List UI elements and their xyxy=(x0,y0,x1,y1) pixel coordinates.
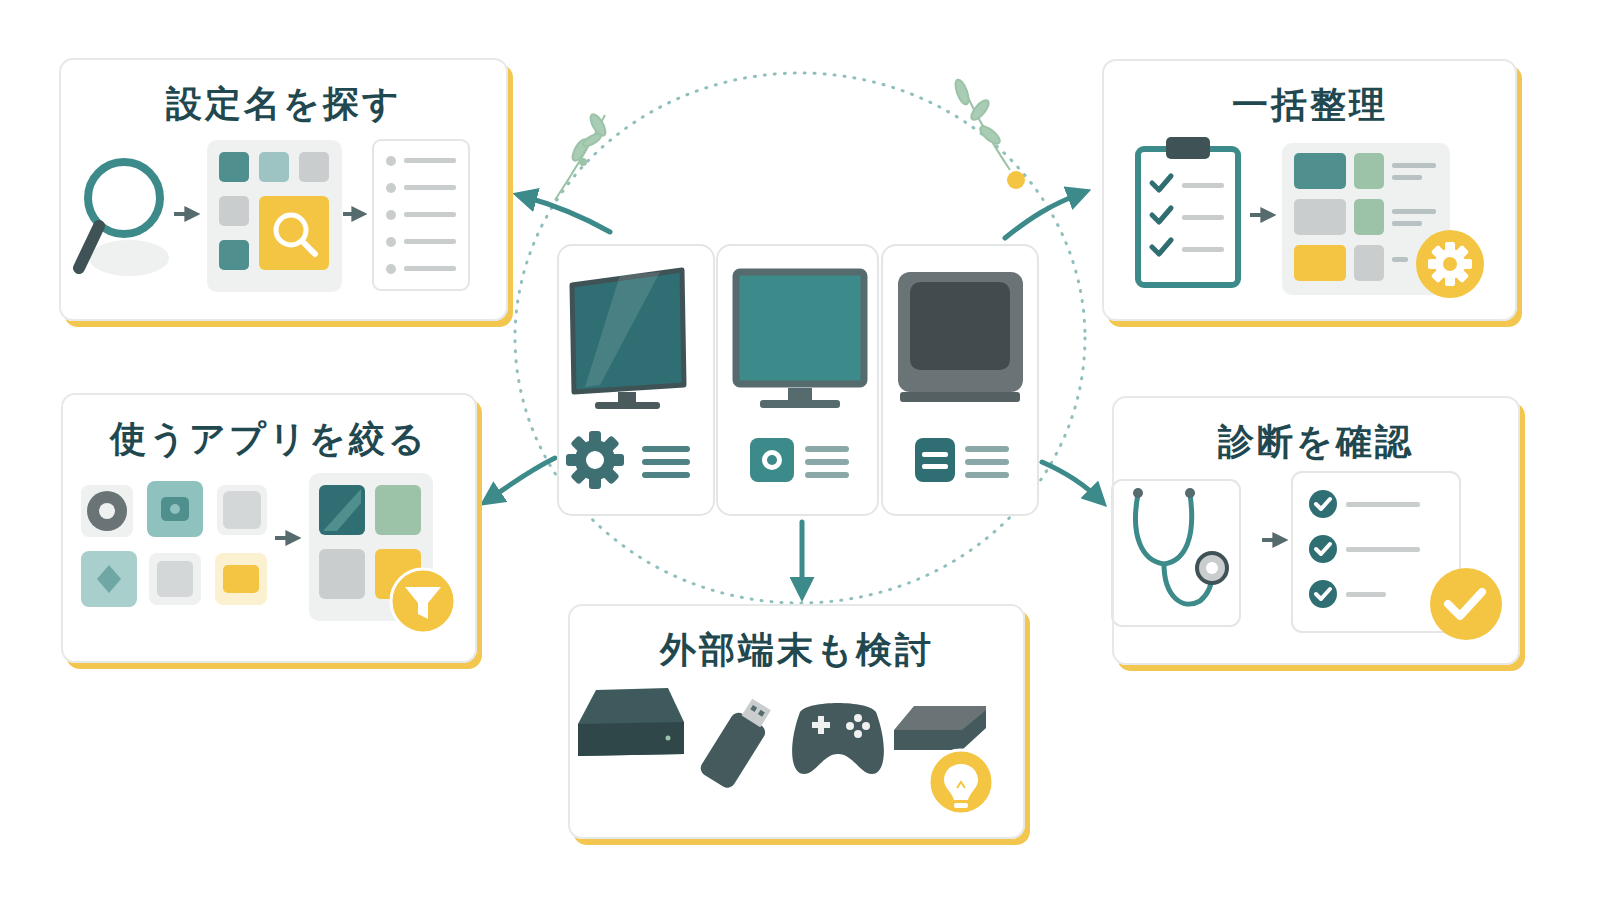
feature-card: 使うアプリを絞る xyxy=(61,393,477,663)
card-title: 設定名を探す xyxy=(61,80,506,129)
feature-card: 一括整理 xyxy=(1102,59,1517,321)
card-title: 診断を確認 xyxy=(1114,418,1518,467)
feature-card: 診断を確認 xyxy=(1112,396,1520,665)
card-title: 使うアプリを絞る xyxy=(63,415,475,464)
card-title: 外部端末も検討 xyxy=(570,626,1023,675)
feature-card: 外部端末も検討 xyxy=(568,604,1025,839)
card-title: 一括整理 xyxy=(1104,81,1515,130)
feature-card: 設定名を探す xyxy=(59,58,508,321)
